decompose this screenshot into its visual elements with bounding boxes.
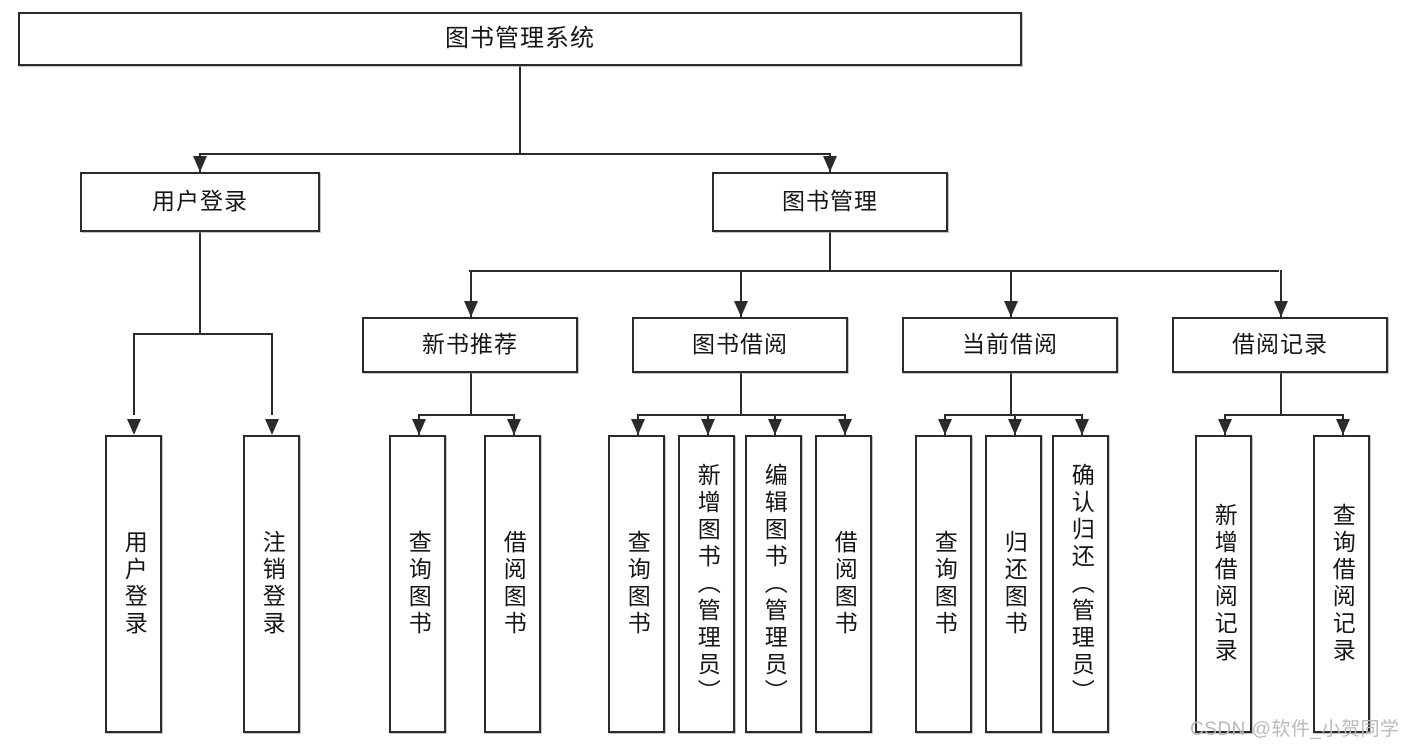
node-level2-1-label: 图书借阅 [692, 331, 788, 358]
connector-line [943, 414, 1081, 416]
node-leaf-7[interactable]: 借阅图书 [815, 435, 872, 733]
connector-line [417, 414, 513, 416]
connector-line [133, 333, 135, 415]
arrow-head-icon [630, 419, 645, 435]
arrow-head-icon [411, 419, 426, 435]
node-leaf-11-label: 新增借阅记录 [1211, 503, 1238, 665]
arrow-head-icon [937, 419, 952, 435]
connector-line [199, 232, 201, 333]
arrow-head-icon [1335, 419, 1350, 435]
node-leaf-6[interactable]: 编辑图书（管理员） [745, 435, 802, 733]
connector-line [1010, 270, 1012, 317]
node-leaf-0-label: 用户登录 [121, 530, 148, 638]
node-leaf-5-label: 新增图书（管理员） [694, 462, 721, 706]
node-leaf-10-label: 确认归还（管理员） [1068, 462, 1095, 706]
node-leaf-11[interactable]: 新增借阅记录 [1195, 435, 1252, 733]
arrow-head-icon [1007, 419, 1022, 435]
connector-line [636, 414, 844, 416]
node-level1-0[interactable]: 用户登录 [80, 172, 320, 232]
arrow-head-icon [265, 419, 279, 435]
connector-line [470, 373, 472, 414]
node-leaf-8-label: 查询图书 [931, 530, 958, 638]
node-leaf-1-label: 注销登录 [259, 530, 286, 638]
connector-line [1280, 373, 1282, 414]
connector-line [469, 270, 1279, 272]
connector-line [470, 270, 472, 317]
node-level1-0-label: 用户登录 [152, 188, 248, 215]
arrow-head-icon [700, 419, 715, 435]
arrow-head-icon [193, 156, 207, 172]
node-level2-2[interactable]: 当前借阅 [902, 317, 1118, 373]
node-leaf-4-label: 查询图书 [624, 530, 651, 638]
arrow-head-icon [1074, 419, 1089, 435]
node-leaf-9-label: 归还图书 [1001, 530, 1028, 638]
node-leaf-5[interactable]: 新增图书（管理员） [678, 435, 735, 733]
connector-line [271, 333, 273, 415]
node-level2-1[interactable]: 图书借阅 [632, 317, 848, 373]
connector-line [199, 153, 831, 155]
node-level1-1[interactable]: 图书管理 [712, 172, 948, 232]
connector-line [1010, 373, 1012, 414]
node-level2-3-label: 借阅记录 [1232, 331, 1328, 358]
node-level2-0-label: 新书推荐 [422, 331, 518, 358]
node-level2-3[interactable]: 借阅记录 [1172, 317, 1388, 373]
node-leaf-1[interactable]: 注销登录 [243, 435, 300, 733]
arrow-head-icon [506, 419, 521, 435]
node-level2-2-label: 当前借阅 [962, 331, 1058, 358]
arrow-head-icon [837, 419, 852, 435]
node-leaf-12[interactable]: 查询借阅记录 [1313, 435, 1370, 733]
node-leaf-8[interactable]: 查询图书 [915, 435, 972, 733]
arrow-head-icon [1274, 301, 1288, 317]
node-leaf-3-label: 借阅图书 [500, 530, 527, 638]
node-leaf-9[interactable]: 归还图书 [985, 435, 1042, 733]
node-leaf-6-label: 编辑图书（管理员） [761, 462, 788, 706]
node-level2-0[interactable]: 新书推荐 [362, 317, 578, 373]
arrow-head-icon [127, 419, 141, 435]
connector-line [1280, 270, 1282, 317]
node-level1-1-label: 图书管理 [782, 188, 878, 215]
node-root-label: 图书管理系统 [445, 24, 595, 52]
node-leaf-2[interactable]: 查询图书 [389, 435, 446, 733]
connector-line [519, 66, 521, 153]
node-leaf-12-label: 查询借阅记录 [1329, 503, 1356, 665]
csdn-watermark: CSDN @软件_小贺同学 [1190, 719, 1400, 740]
arrow-head-icon [767, 419, 782, 435]
connector-line [133, 333, 271, 335]
arrow-head-icon [823, 156, 837, 172]
connector-line [740, 373, 742, 414]
node-leaf-4[interactable]: 查询图书 [608, 435, 665, 733]
node-leaf-10[interactable]: 确认归还（管理员） [1052, 435, 1109, 733]
arrow-head-icon [464, 301, 478, 317]
connector-line [1223, 414, 1342, 416]
arrow-head-icon [1217, 419, 1232, 435]
node-leaf-7-label: 借阅图书 [831, 530, 858, 638]
node-leaf-3[interactable]: 借阅图书 [484, 435, 541, 733]
node-leaf-0[interactable]: 用户登录 [105, 435, 162, 733]
node-root[interactable]: 图书管理系统 [18, 12, 1022, 66]
arrow-head-icon [734, 301, 748, 317]
connector-line [740, 270, 742, 317]
node-leaf-2-label: 查询图书 [405, 530, 432, 638]
arrow-head-icon [1004, 301, 1018, 317]
connector-line [829, 232, 831, 270]
